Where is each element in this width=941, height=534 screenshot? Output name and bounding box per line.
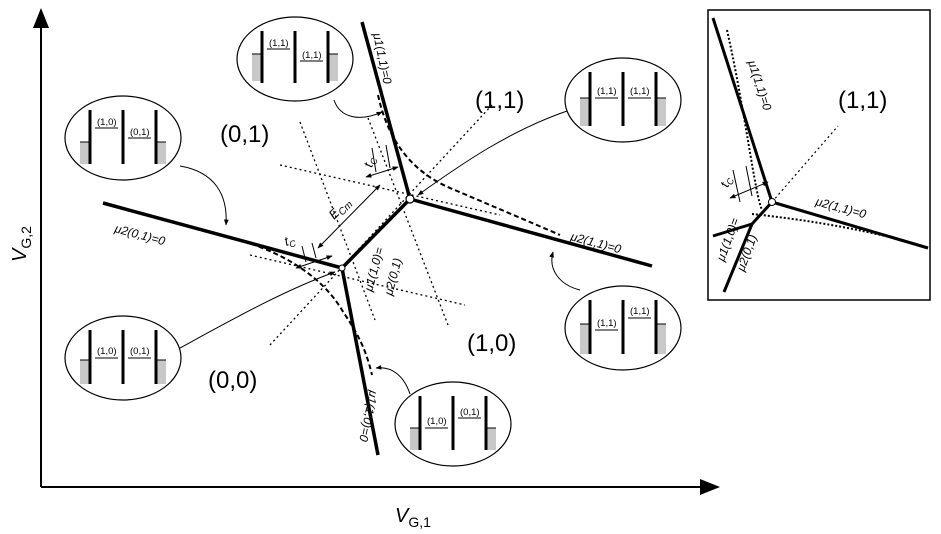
bubble-connectors bbox=[179, 99, 581, 395]
region-label-10: (1,0) bbox=[467, 330, 516, 357]
svg-text:(1,0): (1,0) bbox=[427, 416, 447, 427]
inset-curve-lower bbox=[751, 213, 929, 249]
inset-line-triple bbox=[750, 200, 774, 226]
inset-triple-point bbox=[768, 198, 776, 206]
bubble-bottom-left: (1,0) (0,1) bbox=[64, 315, 182, 401]
inset-curve-upper bbox=[726, 29, 763, 211]
connector-bottom bbox=[375, 364, 411, 395]
guide-lines bbox=[249, 104, 501, 346]
ecm-label: ECm bbox=[326, 194, 356, 224]
guide-d bbox=[249, 254, 466, 306]
diagonal-guide bbox=[269, 104, 493, 346]
svg-text:(1,1): (1,1) bbox=[597, 318, 617, 329]
inset-region-label-11: (1,1) bbox=[838, 87, 887, 114]
bubble-top-left: (1,1) (1,1) bbox=[236, 16, 354, 102]
svg-text:(0,1): (0,1) bbox=[460, 407, 480, 418]
triple-point-upper bbox=[405, 194, 415, 204]
connector-right-bottom bbox=[549, 251, 581, 291]
triple-point-lower bbox=[338, 264, 346, 272]
inset-diagonal-guide bbox=[771, 125, 839, 203]
guide-b bbox=[367, 117, 449, 326]
curved-transitions bbox=[227, 94, 561, 376]
region-label-01: (0,1) bbox=[220, 121, 269, 148]
svg-text:(1,1): (1,1) bbox=[630, 306, 650, 317]
transition-lines bbox=[102, 21, 653, 456]
svg-text:(1,1): (1,1) bbox=[597, 86, 617, 97]
line-mu1-10 bbox=[340, 267, 380, 456]
tc-annotation-upper: tC bbox=[360, 144, 399, 178]
curve-lower bbox=[227, 236, 373, 376]
guide-c bbox=[279, 164, 501, 216]
connector-right-top bbox=[417, 109, 571, 196]
svg-text:(0,1): (0,1) bbox=[130, 127, 150, 138]
y-axis-label: VG,2 bbox=[9, 226, 34, 262]
inset-tc-label: tC bbox=[717, 174, 737, 190]
bubble-right-top: (1,1) (1,1) bbox=[564, 57, 682, 143]
label-mu2-01: μ2(0,1)=0 bbox=[112, 221, 167, 248]
tc-annotation-lower: tC bbox=[282, 231, 333, 269]
svg-text:(1,1): (1,1) bbox=[302, 50, 322, 61]
inset-panel: tC (1,1) μ1(1,1)=0 μ2(1,1)=0 μ1(1,0)= μ2… bbox=[707, 9, 931, 301]
connector-left bbox=[179, 165, 229, 226]
svg-text:(0,1): (0,1) bbox=[130, 346, 150, 357]
line-mu2-11 bbox=[409, 197, 653, 268]
region-label-00: (0,0) bbox=[208, 367, 257, 394]
region-label-11: (1,1) bbox=[475, 87, 524, 114]
tc-label-lower: tC bbox=[282, 231, 297, 250]
connector-top-left bbox=[333, 99, 383, 118]
inset-line-mu1-10 bbox=[722, 223, 754, 293]
label-mu2-11: μ2(1,1)=0 bbox=[568, 229, 623, 256]
svg-text:(1,0): (1,0) bbox=[97, 346, 117, 357]
label-triple-b: μ2(0,1) bbox=[381, 257, 405, 298]
svg-text:(1,0): (1,0) bbox=[97, 117, 117, 128]
tc-label-upper: tC bbox=[360, 155, 379, 170]
x-axis-label: VG,1 bbox=[395, 505, 431, 530]
bubble-right-bottom: (1,1) (1,1) bbox=[564, 285, 682, 371]
connector-bottom-left bbox=[179, 271, 336, 349]
label-mu1-10: μ1(1,0)=0 bbox=[356, 388, 381, 443]
curve-upper bbox=[377, 94, 561, 236]
svg-text:(1,1): (1,1) bbox=[269, 38, 289, 49]
svg-text:(1,1): (1,1) bbox=[630, 86, 650, 97]
bubble-bottom: (1,0) (0,1) bbox=[394, 381, 512, 467]
inset-frame bbox=[707, 9, 931, 301]
axes: VG,1 VG,2 bbox=[9, 8, 720, 530]
inset-line-mu2-01 bbox=[712, 222, 753, 238]
bubble-left: (1,0) (0,1) bbox=[64, 95, 182, 181]
line-mu1-11 bbox=[360, 21, 412, 200]
